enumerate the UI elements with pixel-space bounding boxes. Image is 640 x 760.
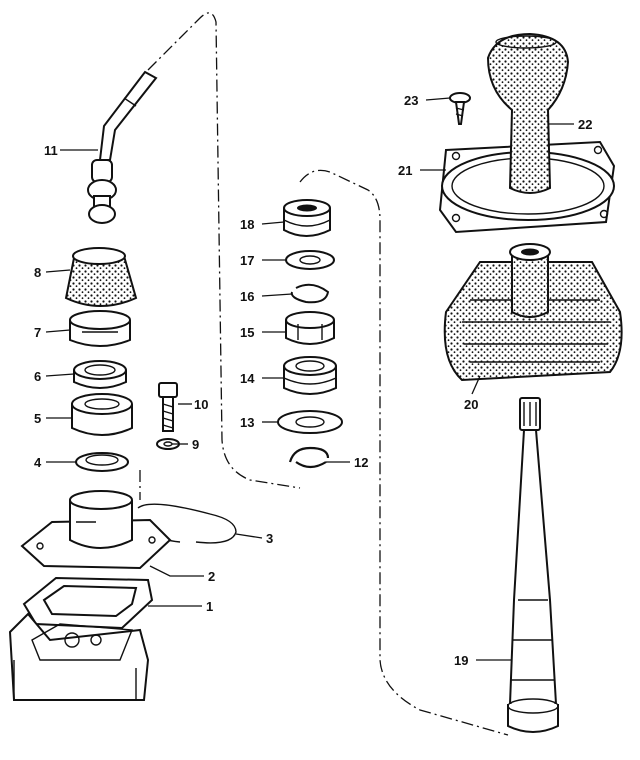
assembly-line-left	[147, 12, 301, 489]
transmission-case	[8, 612, 150, 701]
part-4-ring	[75, 452, 129, 472]
part-16-snap-ring	[290, 283, 330, 304]
callout-3: 3	[266, 531, 273, 546]
callout-23: 23	[404, 93, 418, 108]
part-15-slotted-sleeve	[285, 311, 335, 345]
callout-4: 4	[34, 455, 42, 470]
callout-20: 20	[464, 397, 478, 412]
callout-5: 5	[34, 411, 41, 426]
callout-13: 13	[240, 415, 254, 430]
callout-15: 15	[240, 325, 254, 340]
callout-19: 19	[454, 653, 468, 668]
callout-14: 14	[240, 371, 255, 386]
callout-11: 11	[44, 143, 58, 158]
part-13-washer	[277, 410, 343, 434]
part-23-screw	[449, 92, 471, 125]
part-7-collar	[69, 310, 131, 347]
part-1-gasket	[22, 576, 154, 630]
callout-18: 18	[240, 217, 254, 232]
callout-1: 1	[206, 599, 213, 614]
part-6-bearing-ring	[73, 360, 127, 389]
callout-16: 16	[240, 289, 254, 304]
callout-7: 7	[34, 325, 41, 340]
assembly-line-right	[299, 169, 509, 736]
part-14-bushing	[283, 356, 337, 395]
part-20-gaiter-boot	[443, 243, 623, 382]
callout-12: 12	[354, 455, 368, 470]
part-19-shift-lever	[507, 397, 559, 733]
part-17-washer	[285, 250, 335, 270]
part-11-lever-rod	[87, 70, 158, 224]
callout-6: 6	[34, 369, 41, 384]
callout-leaders	[45, 97, 574, 661]
part-10-bolt	[158, 382, 178, 432]
callout-22: 22	[578, 117, 592, 132]
part-22-shift-knob	[486, 32, 570, 194]
part-8-dome-boot	[64, 247, 138, 307]
callout-17: 17	[240, 253, 254, 268]
part-18-top-bushing	[283, 199, 331, 237]
callout-10: 10	[194, 397, 208, 412]
callout-2: 2	[208, 569, 215, 584]
callout-labels: 11 8 7 6 5 4 10 9 3 2 1 18 17 16 15 14 1…	[34, 93, 592, 668]
part-2-housing	[20, 490, 172, 570]
callout-8: 8	[34, 265, 41, 280]
callout-9: 9	[192, 437, 199, 452]
part-5-bushing	[71, 393, 133, 436]
callout-21: 21	[398, 163, 412, 178]
part-12-circlip	[288, 446, 330, 469]
